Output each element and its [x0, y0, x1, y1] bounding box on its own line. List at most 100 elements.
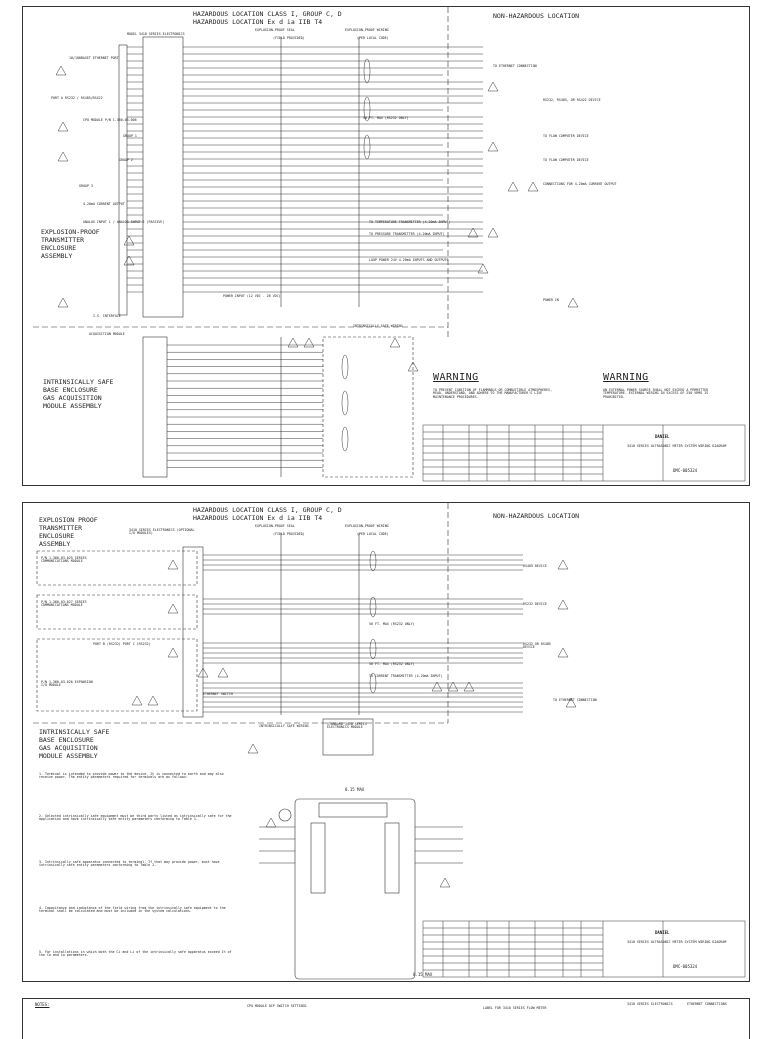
cable-shield-oval	[363, 58, 371, 84]
note-flag-triangle	[557, 599, 569, 610]
cable-shield-oval	[369, 638, 377, 660]
base-label-3b: GAS ACQUISITION	[39, 744, 98, 752]
sheet-1-linework	[33, 7, 746, 482]
seal-sub: (FIELD PROVIDED)	[273, 36, 305, 40]
model-label-2: 3410 SERIES ELECTRONICS (OPTIONAL I/O MO…	[129, 528, 195, 536]
note-flag-triangle	[389, 337, 401, 348]
note-flag-triangle	[557, 647, 569, 658]
rs232-device-label: RS232, RS485, OR RS422 DEVICE	[543, 98, 601, 102]
base-label-2b: BASE ENCLOSURE	[39, 736, 94, 744]
to-flow-label-2: TO FLOW COMPUTER DEVICE	[543, 158, 589, 162]
note-flag-triangle	[431, 681, 443, 692]
note-flag-triangle	[557, 559, 569, 570]
module-2-label: P/N 1-360-03-027 SERIES COMMUNICATIONS M…	[41, 600, 87, 608]
base-label-3: GAS ACQUISITION	[43, 394, 102, 402]
note-4: 4. Capacitance and inductance of the fie…	[39, 906, 226, 914]
port-a-label: PORT A RS232 / RS485/RS422	[51, 96, 103, 100]
note-flag-triangle	[467, 227, 479, 238]
note-flag-triangle	[123, 235, 135, 246]
power-in-label: POWER IN	[543, 298, 559, 302]
wiring-sub-2: (PER LOCAL CODE)	[357, 532, 389, 536]
base-label-4: MODULE ASSEMBLY	[43, 402, 102, 410]
to-flow-label: TO FLOW COMPUTER DEVICE	[543, 134, 589, 138]
power-input-label: POWER INPUT (12 VDC - 28 VDC)	[223, 294, 281, 298]
warning-title-1: WARNING	[433, 372, 479, 383]
loop-power-label: LOOP POWER 24V 4-20mA INPUTS AND OUTPUTS	[369, 258, 449, 262]
cable-note-2b: 50 FT. MAX (RS232 ONLY)	[369, 662, 415, 666]
note-flag-triangle	[147, 695, 159, 706]
base-label-1b: INTRINSICALLY SAFE	[39, 728, 110, 736]
note-3: 3. Intrinsically safe apparatus connecte…	[39, 860, 220, 868]
group-1-label: GROUP 1	[123, 134, 137, 138]
note-flag-triangle	[123, 255, 135, 266]
cable-shield-oval	[369, 596, 377, 618]
drawing-number: DMC-005324	[673, 468, 698, 473]
is-wiring-label-2: INTRINSICALLY SAFE WIRING	[259, 724, 309, 728]
note-flag-triangle	[447, 681, 459, 692]
cable-note: 50 FT. MAX (RS232 ONLY)	[363, 116, 409, 120]
group-2-label: GROUP 2	[119, 158, 133, 162]
drawing-sheet-2: HAZARDOUS LOCATION CLASS I, GROUP C, D H…	[22, 502, 750, 982]
note-flag-triangle	[487, 81, 499, 92]
non-hazardous-heading: NON-HAZARDOUS LOCATION	[493, 12, 580, 20]
sheet-3-notes-title: NOTES:	[35, 1002, 50, 1007]
to-transmitter-label: TO TEMPERATURE TRANSMITTER (4-20mA INPUT…	[369, 220, 451, 224]
note-flag-triangle	[487, 227, 499, 238]
expansion-cpu-label: P/N 1-360-03-026 EXPANSION I/O MODULE	[41, 680, 93, 688]
cpu-module-label: CPU MODULE P/N 1-360-03-006	[83, 118, 137, 122]
rs232-or-label: RS232 OR RS485 DEVICE	[523, 642, 551, 650]
note-flag-triangle	[287, 337, 299, 348]
ethernet-port-label: 10/100BASET ETHERNET PORT	[69, 56, 119, 60]
module-1-label: P/N 1-360-03-025 SERIES COMMUNICATIONS M…	[41, 556, 87, 564]
sheet-3-mid-label: LABEL FOR 3410 SERIES FLOW METER	[483, 1006, 547, 1010]
note-flag-triangle	[167, 647, 179, 658]
note-flag-triangle	[407, 361, 419, 372]
note-flag-triangle	[247, 743, 259, 754]
current-output-label: 4-20mA CURRENT OUTPUT	[83, 202, 125, 206]
base-label-4b: MODULE ASSEMBLY	[39, 752, 98, 760]
dimension-bottom: 0.15 MAX	[413, 972, 433, 977]
to-pressure-label: TO PRESSURE TRANSMITTER (4-20mA INPUT)	[369, 232, 445, 236]
group-3-label: GROUP 3	[79, 184, 93, 188]
analog-input-label: ANALOG INPUT 1 / ANALOG INPUT 2 (PASSIVE…	[83, 220, 165, 224]
note-flag-triangle	[131, 695, 143, 706]
note-flag-triangle	[439, 877, 451, 888]
standard-note: STANDARD 3410 SERIES ELECTRONICS MODULE	[327, 722, 367, 730]
enclosure-label-2b: TRANSMITTER	[39, 524, 83, 532]
wiring-label-2: EXPLOSION-PROOF WIRING	[345, 524, 389, 528]
note-5: 5. For installations in which both the C…	[39, 950, 232, 958]
note-flag-triangle	[57, 151, 69, 162]
hazardous-class-heading: HAZARDOUS LOCATION CLASS I, GROUP C, D	[193, 10, 342, 18]
warning-body-1: TO PREVENT IGNITION OF FLAMMABLE OR COMB…	[433, 388, 553, 399]
note-flag-triangle	[57, 297, 69, 308]
enclosure-label-1b: EXPLOSION PROOF	[39, 516, 98, 524]
title-block-company: DANIEL	[655, 434, 670, 439]
model-label: MODEL 3410 SERIES ELECTRONICS	[127, 32, 185, 36]
enclosure-label-1: EXPLOSION-PROOF	[41, 228, 100, 236]
note-flag-triangle	[507, 181, 519, 192]
title-block-title-2: 3410 SERIES ULTRASONIC METER SYSTEM WIRI…	[627, 940, 727, 944]
cable-shield-oval	[363, 134, 371, 160]
ethernet-switch-label: ETHERNET SWITCH	[203, 692, 233, 696]
cable-shield-oval	[341, 354, 349, 380]
connections-label: CONNECTIONS FOR 4-20mA CURRENT OUTPUT	[543, 182, 617, 186]
warning-title-2: WARNING	[603, 372, 649, 383]
dimension-top: 0.15 MAX	[345, 787, 365, 792]
cable-shield-oval	[369, 550, 377, 572]
hazardous-class-heading-2: HAZARDOUS LOCATION CLASS I, GROUP C, D	[193, 506, 342, 514]
note-flag-triangle	[57, 121, 69, 132]
is-interface-label: I.S. INTERFACE	[93, 314, 121, 318]
to-ethernet-label-2: TO ETHERNET CONNECTION	[553, 698, 597, 702]
non-hazardous-heading-2: NON-HAZARDOUS LOCATION	[493, 512, 580, 520]
note-flag-triangle	[167, 559, 179, 570]
seal-sub-2: (FIELD PROVIDED)	[273, 532, 305, 536]
note-flag-triangle	[197, 667, 209, 678]
hazardous-zone-heading-2: HAZARDOUS LOCATION Ex d ia IIB T4	[193, 514, 323, 522]
enclosure-label-4: ASSEMBLY	[41, 252, 73, 260]
drawing-sheet-3: NOTES: CPU MODULE DIP SWITCH SETTINGS LA…	[22, 998, 750, 1039]
warning-body-2: AN EXTERNAL POWER SOURCE SHALL NOT EXCEE…	[603, 388, 709, 399]
cable-shield-oval	[341, 390, 349, 416]
sheet-3-cpu-label: CPU MODULE DIP SWITCH SETTINGS	[247, 1004, 307, 1008]
sheet-3-ethernet-label: ETHERNET CONNECTIONS	[687, 1002, 727, 1006]
note-flag-triangle	[167, 603, 179, 614]
